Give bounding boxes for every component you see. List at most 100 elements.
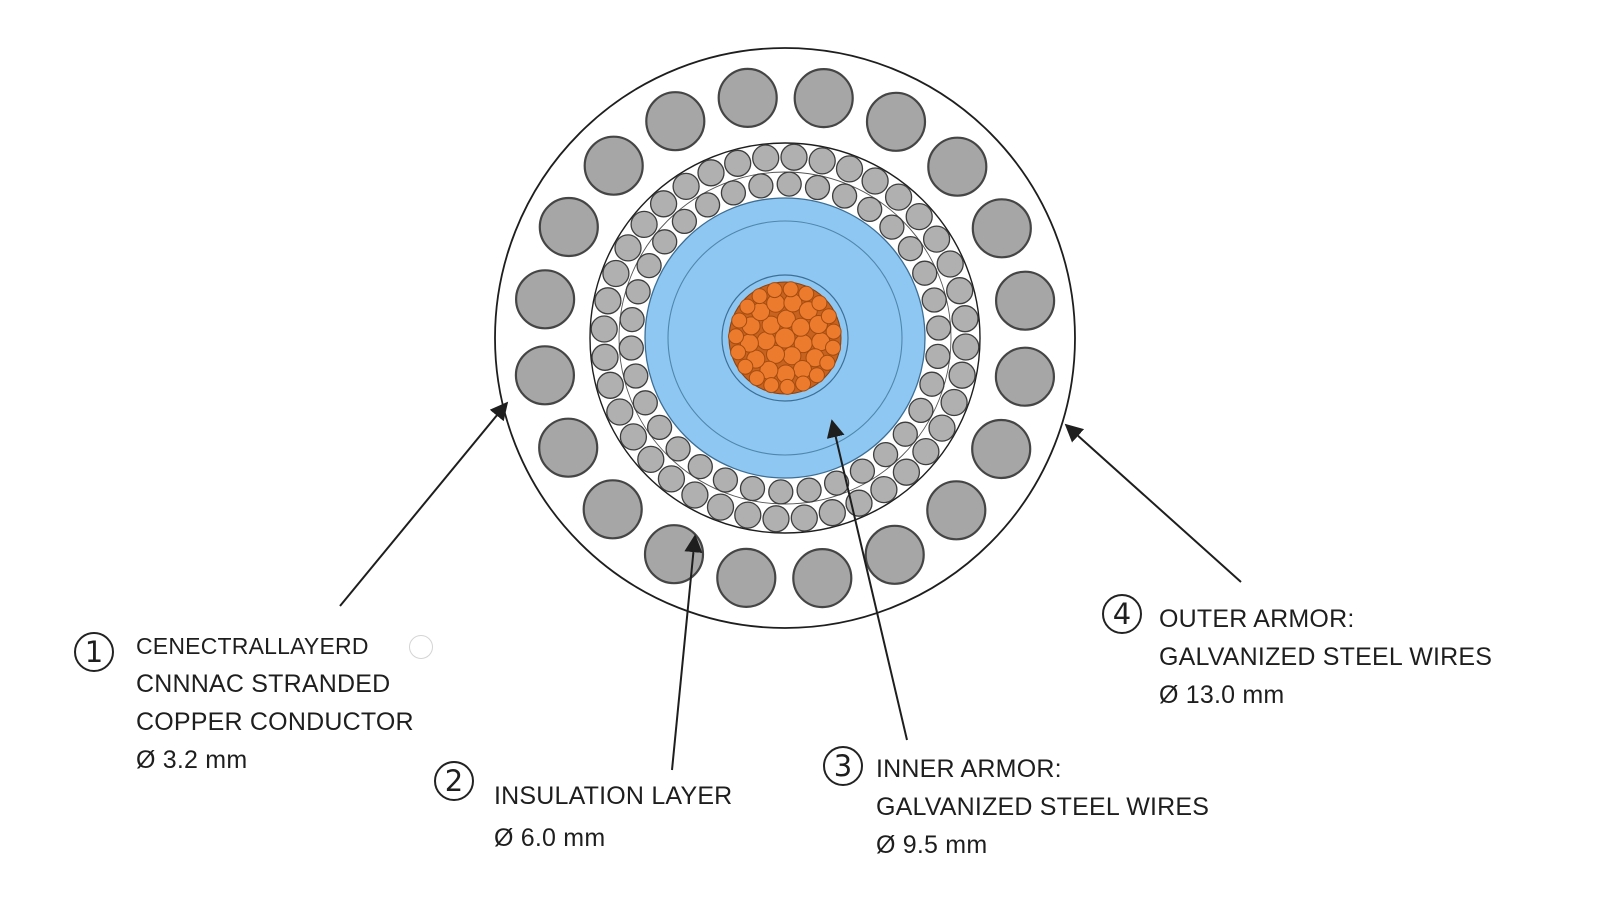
copper-strand	[825, 339, 841, 356]
copper-strand	[776, 309, 796, 329]
inner-armor-wire	[951, 305, 979, 333]
callout-3-line-1: INNER ARMOR:	[876, 755, 1062, 783]
copper-strand	[782, 281, 799, 298]
callout-1-dimension: Ø 3.2 mm	[136, 746, 248, 774]
inner-armor-wire	[905, 202, 933, 231]
callout-1-line-2: CNNNAC STRANDED	[136, 670, 391, 698]
faint-circle-marker	[409, 635, 433, 659]
outer-armor-wire	[583, 135, 644, 196]
inner-armor-wire	[908, 397, 934, 424]
copper-strand	[798, 285, 815, 302]
insulation-inner-ring	[667, 220, 903, 456]
callout-4-dimension: Ø 13.0 mm	[1159, 681, 1285, 709]
copper-strand	[763, 377, 780, 394]
copper-strand	[728, 328, 744, 345]
inner-armor-wire	[925, 343, 951, 370]
inner-armor-wire	[928, 414, 956, 442]
inner-armor-wire	[606, 398, 634, 426]
copper-strand	[730, 344, 747, 361]
callout-1-line-1: CENECTRALLAYERD	[136, 633, 369, 659]
inner-armor-wire	[861, 167, 889, 195]
inner-armor-wire	[625, 279, 651, 305]
inner-armor-wire	[884, 183, 913, 211]
callout-3-dimension: Ø 9.5 mm	[876, 831, 988, 859]
callout-number-2: 2	[434, 761, 474, 801]
inner-armor-wire	[630, 210, 658, 239]
inner-armor-wire	[712, 467, 739, 493]
copper-strand	[751, 288, 768, 305]
inner-armor-wire	[752, 144, 780, 172]
outer-armor-wire	[865, 91, 927, 152]
inner-armor-wire	[734, 501, 762, 529]
copper-strand	[748, 370, 765, 387]
outer-armor-wire	[514, 345, 576, 406]
inner-armor-wire	[922, 225, 951, 253]
copper-strand	[766, 282, 783, 299]
outer-armor-wire	[927, 136, 988, 197]
inner-armor-wire	[936, 250, 964, 278]
inner-armor-wire	[823, 470, 850, 496]
inner-armor-wire	[912, 260, 938, 286]
inner-armor-wire	[720, 180, 747, 206]
callout-2-dimension: Ø 6.0 mm	[494, 824, 606, 852]
inner-armor-wire	[652, 229, 678, 255]
callout-2-label: INSULATION LAYER Ø 6.0 mm	[494, 777, 732, 857]
copper-strand	[756, 331, 776, 351]
copper-strand	[731, 312, 748, 329]
copper-strand	[808, 367, 825, 384]
inner-armor-wire	[614, 234, 642, 262]
inner-armor-wire	[671, 208, 698, 235]
inner-armor-wire	[632, 390, 658, 416]
inner-armor-wire	[706, 493, 735, 521]
callout-4-line-1: OUTER ARMOR:	[1159, 605, 1355, 633]
inner-armor-wire	[594, 287, 622, 315]
outer-armor-wire	[582, 479, 643, 540]
inner-armor-wire	[602, 259, 630, 288]
outer-armor-wire	[971, 198, 1032, 259]
leader-arrow-3	[826, 419, 908, 741]
inner-armor-wire	[870, 475, 898, 504]
callout-3-line-2: GALVANIZED STEEL WIRES	[876, 793, 1210, 821]
inner-armor-wire	[739, 475, 766, 502]
inner-armor-wire	[687, 453, 713, 480]
inner-armor-wire	[649, 190, 678, 218]
outer-armor-wire	[538, 417, 599, 478]
copper-strand	[739, 298, 756, 315]
copper-strand	[811, 295, 828, 312]
inner-armor-wire	[619, 423, 648, 451]
callout-4-label: OUTER ARMOR: GALVANIZED STEEL WIRES Ø 13…	[1159, 600, 1492, 714]
inner-armor-wire	[796, 477, 822, 503]
inner-armor-wire	[724, 149, 752, 177]
callout-1-line-3: COPPER CONDUCTOR	[136, 708, 414, 736]
copper-strand	[791, 317, 811, 337]
inner-armor-wire	[681, 481, 709, 509]
outer-armor-wire	[716, 547, 777, 609]
inner-armor-wire	[623, 363, 649, 389]
callout-number-4: 4	[1102, 594, 1142, 634]
inner-armor-wire	[790, 504, 818, 532]
inner-armor-wire	[762, 505, 790, 533]
inner-armor-wire	[849, 458, 876, 484]
outer-armor-wire	[793, 67, 854, 129]
inner-armor-wire	[590, 315, 618, 343]
copper-strands	[728, 281, 842, 395]
outer-armor-wire	[538, 196, 599, 258]
inner-armor-wire	[618, 335, 644, 361]
callout-number-1: 1	[74, 632, 114, 672]
inner-armor-wire	[921, 287, 947, 313]
inner-armor-wire	[831, 183, 858, 209]
callout-4-line-2: GALVANIZED STEEL WIRES	[1159, 643, 1493, 671]
outer-armor-wire	[864, 524, 925, 585]
copper-strand	[819, 354, 836, 371]
inner-armor-wire	[948, 361, 976, 389]
inner-armor-wire	[646, 414, 673, 441]
callout-3-label: INNER ARMOR: GALVANIZED STEEL WIRES Ø 9.…	[876, 750, 1209, 864]
inner-armor-wire	[694, 192, 721, 218]
outer-armor-wire	[994, 270, 1056, 331]
inner-armor-wire	[768, 479, 794, 505]
inner-armor-wire	[808, 147, 836, 175]
outer-armor-wire	[994, 346, 1056, 407]
inner-armor-wire	[892, 458, 921, 486]
inner-armor-mid-boundary	[618, 171, 952, 505]
